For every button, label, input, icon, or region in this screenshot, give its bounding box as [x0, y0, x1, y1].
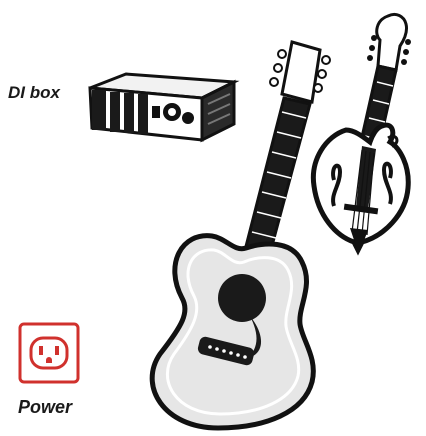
power-outlet-icon [18, 322, 80, 384]
power-label: Power [18, 398, 72, 416]
di-box-label: DI box [8, 84, 60, 101]
mandolin-icon [300, 10, 422, 252]
